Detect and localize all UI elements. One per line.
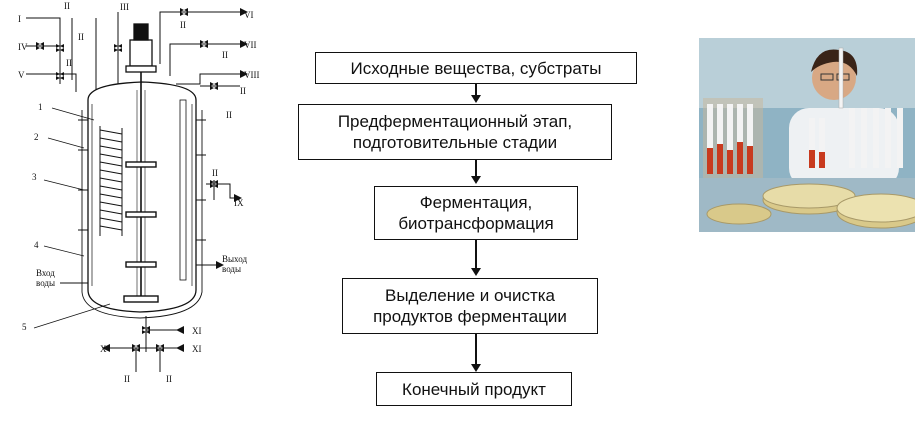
motor — [129, 39, 153, 67]
flow-step-fermentation: Ферментация, биотрансформация — [374, 186, 578, 240]
inlet-label: X — [100, 344, 107, 354]
flow-step-text: биотрансформация — [398, 214, 554, 233]
inlet-label: II — [124, 374, 130, 384]
inlet-label: II — [166, 374, 172, 384]
inlet-label: I — [18, 14, 21, 24]
flow-step-text: подготовительные стадии — [352, 133, 558, 152]
flow-step-text: Исходные вещества, субстраты — [350, 58, 602, 78]
inlet-label: IX — [234, 198, 244, 208]
inlet-label: V — [18, 70, 25, 80]
process-flowchart: Исходные вещества, субстраты Предфермент… — [280, 0, 680, 430]
inlet-label: XI — [192, 344, 202, 354]
part-number: 4 — [34, 240, 39, 250]
inlet-label: VII — [244, 40, 257, 50]
water-outlet-label: Выход — [222, 254, 247, 264]
flow-step-pre-fermentation: Предферментационный этап, подготовительн… — [298, 104, 612, 160]
part-number: 2 — [34, 132, 39, 142]
water-outlet-label: воды — [222, 264, 241, 274]
flow-step-final-product: Конечный продукт — [376, 372, 572, 406]
inlet-label: IV — [18, 42, 28, 52]
inlet-label: III — [120, 2, 129, 12]
inlet-label: II — [64, 1, 70, 11]
water-inlet-label: Вход — [36, 268, 55, 278]
inlet-label: II — [180, 20, 186, 30]
part-number: 5 — [22, 322, 27, 332]
part-number: 3 — [32, 172, 37, 182]
inlet-label: II — [222, 50, 228, 60]
part-number: 1 — [38, 102, 43, 112]
impellers — [123, 161, 159, 303]
flow-step-text: Конечный продукт — [402, 379, 546, 399]
water-inlet-label: воды — [36, 278, 55, 288]
fermenter-schematic: IIIIIIVVIIIIIVIIIVIIIIVIIIIIIIIIIXXIXXII… — [18, 1, 260, 384]
vessel-body — [87, 81, 197, 313]
flow-step-text: Предферментационный этап, — [337, 112, 573, 131]
flow-arrow — [471, 334, 481, 372]
flow-step-purification: Выделение и очистка продуктов ферментаци… — [342, 278, 598, 334]
flow-step-text: Ферментация, — [419, 193, 533, 212]
inlet-label: XI — [192, 326, 202, 336]
cooling-coil — [99, 126, 123, 236]
inlet-label: VI — [244, 10, 254, 20]
flow-arrow — [471, 240, 481, 276]
inlet-label: II — [66, 58, 72, 68]
inlet-label: II — [240, 86, 246, 96]
flow-step-substrates: Исходные вещества, субстраты — [315, 52, 637, 84]
flow-step-text: продуктов ферментации — [373, 307, 567, 326]
inlet-label: II — [212, 168, 218, 178]
inlet-label: II — [226, 110, 232, 120]
flow-arrow — [471, 160, 481, 184]
lab-photo — [699, 38, 915, 232]
inlet-label: II — [78, 32, 84, 42]
flow-step-text: Выделение и очистка — [384, 286, 555, 305]
inlet-label: VIII — [244, 70, 260, 80]
flow-arrow — [471, 84, 481, 103]
